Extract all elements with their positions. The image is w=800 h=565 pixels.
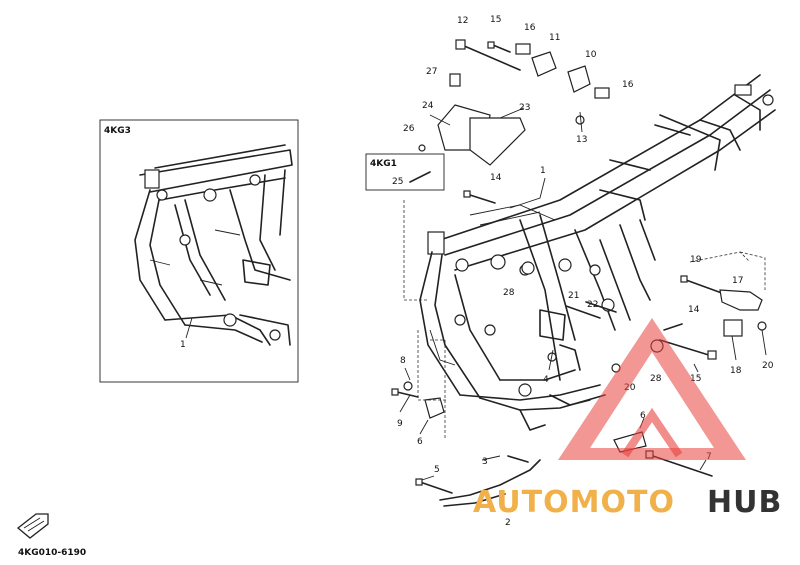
callout-14-lower: 14 — [688, 305, 700, 315]
callout-3: 3 — [482, 457, 488, 467]
inset-frame-drawing: 1 — [134, 144, 293, 350]
callout-17: 17 — [732, 276, 743, 286]
callout-1: 1 — [540, 166, 546, 176]
callout-6-left: 6 — [417, 437, 423, 447]
callout-4: 4 — [543, 375, 549, 385]
watermark-triangle-icon — [558, 318, 746, 460]
callout-8: 8 — [400, 356, 406, 366]
callout-19: 19 — [690, 255, 702, 265]
diagram-code: 4KG010-6190 — [18, 548, 86, 558]
inset-callout-1: 1 — [180, 340, 186, 350]
callout-20-right: 20 — [762, 361, 774, 371]
callout-14-upper: 14 — [490, 173, 502, 183]
front-arrow-icon — [16, 513, 49, 539]
callout-28-lower: 28 — [650, 374, 662, 384]
callout-26: 26 — [403, 124, 415, 134]
variant-label: 4KG1 — [370, 159, 397, 169]
watermark-brand-left: AUTOMOTO — [473, 485, 675, 520]
callout-20-lower: 20 — [624, 383, 636, 393]
callout-12: 12 — [457, 16, 468, 26]
variant-box: 4KG1 — [365, 153, 445, 191]
callout-16-right: 16 — [622, 80, 634, 90]
callout-15-upper: 15 — [490, 15, 501, 25]
callout-2: 2 — [505, 518, 511, 528]
callout-9: 9 — [397, 419, 403, 429]
callout-23: 23 — [519, 103, 530, 113]
watermark: AUTOMOTO HUB — [473, 318, 782, 520]
callout-11: 11 — [549, 33, 560, 43]
callout-10: 10 — [585, 50, 597, 60]
inset-frame: 4KG3 — [99, 119, 299, 383]
callout-25: 25 — [392, 177, 403, 187]
callout-13: 13 — [576, 135, 587, 145]
callout-5: 5 — [434, 465, 440, 475]
callout-28-upper: 28 — [503, 288, 515, 298]
callout-27: 27 — [426, 67, 437, 77]
callout-15-lower: 15 — [690, 374, 701, 384]
callout-24: 24 — [422, 101, 434, 111]
inset-label: 4KG3 — [104, 126, 131, 136]
callout-16-left: 16 — [524, 23, 536, 33]
callout-21: 21 — [568, 291, 579, 301]
watermark-brand-right: HUB — [707, 485, 782, 520]
callout-22: 22 — [587, 300, 598, 310]
callout-18: 18 — [730, 366, 742, 376]
callout-6-right: 6 — [640, 411, 646, 421]
